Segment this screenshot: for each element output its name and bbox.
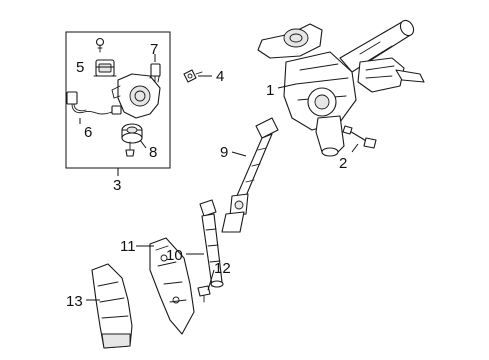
part-9-intermediate-shaft <box>221 117 279 233</box>
part-6-wire-harness <box>66 91 122 115</box>
part-screw-top <box>95 37 105 53</box>
part-7-switch <box>150 63 161 83</box>
part-1-steering-column <box>257 19 425 157</box>
callout-3: 3 <box>113 177 121 194</box>
leader-2 <box>351 143 359 153</box>
callout-10: 10 <box>166 247 183 264</box>
part-5-key-switch <box>93 59 117 77</box>
callout-11: 11 <box>120 238 136 255</box>
part-screw-bottom <box>125 141 135 157</box>
callout-13: 13 <box>66 293 83 310</box>
part-4-bolt <box>183 69 203 83</box>
part-10-lower-shaft <box>199 199 224 288</box>
part-13-boot <box>91 263 133 349</box>
part-lock-housing <box>111 69 161 119</box>
callout-5: 5 <box>76 59 84 76</box>
callout-7: 7 <box>150 41 158 58</box>
callout-2: 2 <box>339 155 347 172</box>
part-2-bolt <box>342 125 377 149</box>
callout-4: 4 <box>216 68 224 85</box>
callout-12: 12 <box>214 260 231 277</box>
callout-8: 8 <box>149 144 157 161</box>
callout-9: 9 <box>220 144 228 161</box>
callout-1: 1 <box>266 82 274 99</box>
leader-1 <box>277 83 297 89</box>
part-12-clip <box>197 285 211 303</box>
callout-6: 6 <box>84 124 92 141</box>
leader-9 <box>231 151 247 157</box>
part-11-cover <box>149 237 195 335</box>
leader-8 <box>139 139 147 149</box>
part-8-cylinder <box>121 123 143 144</box>
leader-12 <box>207 269 215 291</box>
